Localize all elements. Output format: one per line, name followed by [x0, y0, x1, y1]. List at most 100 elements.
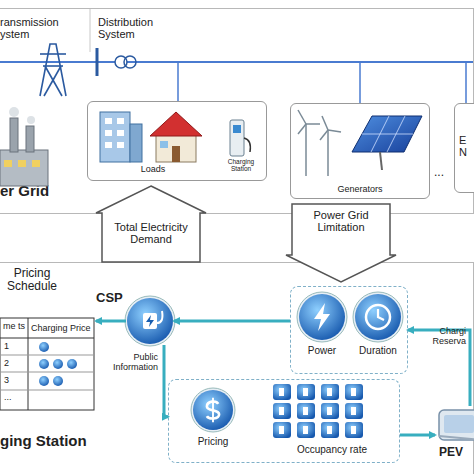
node-text: CSP — [96, 291, 128, 306]
rect-part — [345, 422, 363, 438]
rect-part — [327, 426, 332, 434]
section-divider — [90, 9, 91, 52]
rect-part — [279, 407, 284, 415]
circle-part — [67, 359, 77, 369]
limitation-arrow: Power Grid Limitation — [285, 203, 397, 283]
table-frame — [0, 318, 94, 410]
rect-part — [351, 388, 356, 396]
circle-part — [53, 359, 63, 369]
bus-bar — [96, 48, 99, 76]
feeder-line — [359, 62, 361, 104]
rect-part — [327, 407, 332, 415]
loads-box: LoadsCharging Station — [87, 101, 267, 181]
circle-part — [115, 56, 127, 68]
table-rule — [28, 318, 29, 410]
duration-circle-outline — [351, 291, 405, 369]
rect-part — [4, 160, 12, 167]
circle-part — [191, 388, 235, 432]
rect-part — [351, 426, 356, 434]
line-part — [40, 53, 66, 55]
grid-limit-group: PowerDuration — [290, 286, 408, 374]
ellipsis: ... — [434, 166, 454, 179]
grid-panel: er Grid LoadsCharging StationGenerators E … — [0, 8, 474, 214]
circle-part — [297, 292, 347, 342]
circle-part — [127, 298, 173, 344]
rect-part — [297, 422, 315, 438]
rect-part — [297, 403, 315, 419]
power-circle: Power — [295, 291, 349, 369]
node-text: Power Grid Limitation — [293, 209, 389, 234]
rect-part — [444, 415, 474, 433]
station-panel: ging Station CSP PowerDurationPricingOccup… — [0, 262, 474, 474]
node-text: Generators — [291, 184, 429, 194]
node-text: Pricing Schedule — [0, 267, 64, 294]
rect-part — [18, 160, 26, 167]
rect-part — [273, 384, 291, 400]
csp-circle-outline — [126, 297, 174, 345]
pricing-circle: Pricing — [183, 384, 243, 460]
polygon-part — [96, 186, 206, 262]
edge-label: Public Information — [102, 352, 158, 372]
table-cell: 3 — [4, 375, 24, 385]
circle-part — [39, 342, 49, 352]
rect-part — [351, 407, 356, 415]
transmission-tower — [40, 44, 66, 96]
node-text: PEV — [439, 446, 474, 459]
price-icons — [39, 342, 77, 386]
csp-circle: CSP — [126, 297, 174, 345]
node-text: er Grid — [0, 183, 90, 200]
table-cell: 2 — [4, 358, 24, 368]
feeder-line — [465, 62, 467, 104]
rect-part — [26, 126, 34, 152]
circle-part — [27, 116, 35, 124]
table-header: Charging Price — [31, 323, 95, 333]
rect-part — [32, 160, 40, 167]
rect-part — [303, 407, 308, 415]
node-text: Occupancy rate — [267, 444, 397, 455]
rect-part — [143, 313, 157, 329]
cropped-box: E N — [454, 103, 474, 193]
rect-part — [303, 426, 308, 434]
table-header: me ts — [3, 321, 27, 331]
circle-part — [124, 56, 136, 68]
line-part — [45, 66, 62, 96]
section-title: Distribution System — [98, 16, 174, 41]
circle-part — [366, 305, 390, 329]
polyline-part — [40, 44, 66, 96]
node-text: Duration — [351, 345, 405, 356]
table-rule — [0, 338, 94, 339]
node-text: Charging Station — [218, 158, 264, 173]
line-part — [212, 398, 214, 422]
circle-part — [9, 107, 19, 117]
rect-part — [273, 422, 291, 438]
section-title: ransmission ystem — [0, 16, 66, 41]
rect-part — [345, 403, 363, 419]
polygon-part — [314, 303, 330, 331]
rect-part — [279, 388, 284, 396]
node-text: ging Station — [0, 433, 100, 450]
flow-arrow — [174, 320, 290, 323]
node-text: Pricing — [183, 436, 243, 447]
node-text: E N — [459, 134, 471, 159]
circle-part — [299, 294, 345, 340]
polygon-part — [286, 204, 396, 282]
rect-part — [321, 384, 339, 400]
table-cell: ... — [4, 392, 24, 402]
transformer-symbol — [115, 56, 136, 68]
occupancy-group: Occupancy rate — [267, 382, 397, 462]
flow-arrow — [164, 345, 168, 417]
rect-part — [321, 403, 339, 419]
node-text: Power — [295, 345, 349, 356]
demand-arrow: Total Electricity Demand — [95, 185, 207, 263]
node-text: Total Electricity Demand — [103, 221, 199, 246]
rect-part — [279, 426, 284, 434]
circle-part — [39, 359, 49, 369]
flow-arrow — [96, 320, 126, 323]
path-part — [157, 311, 162, 323]
circle-part — [355, 294, 401, 340]
rect-part — [439, 410, 474, 440]
generators-box: Generators — [290, 103, 430, 199]
